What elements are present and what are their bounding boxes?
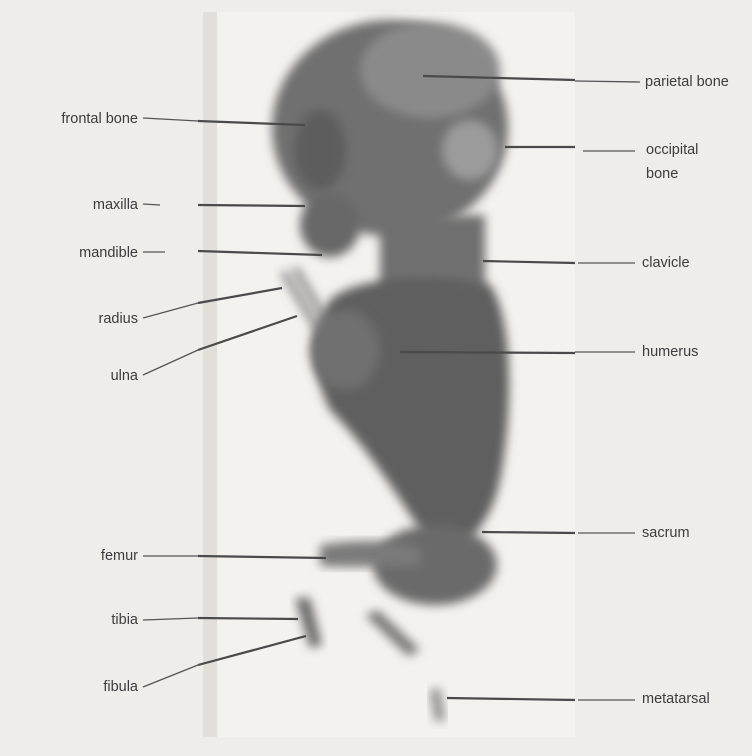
label-radius: radius (30, 310, 138, 328)
label-clavicle: clavicle (642, 254, 690, 272)
label-tibia: tibia (30, 611, 138, 629)
label-parietal-bone: parietal bone (645, 73, 729, 91)
label-fibula: fibula (30, 678, 138, 696)
label-ulna: ulna (30, 367, 138, 385)
label-mandible: mandible (30, 244, 138, 262)
label-metatarsal: metatarsal (642, 690, 710, 708)
label-occipital-bone-line1: occipital (646, 141, 698, 159)
label-humerus: humerus (642, 343, 698, 361)
label-occipital-bone-line2: bone (646, 165, 678, 183)
label-maxilla: maxilla (30, 196, 138, 214)
label-frontal-bone: frontal bone (30, 110, 138, 128)
label-femur: femur (30, 547, 138, 565)
label-sacrum: sacrum (642, 524, 690, 542)
